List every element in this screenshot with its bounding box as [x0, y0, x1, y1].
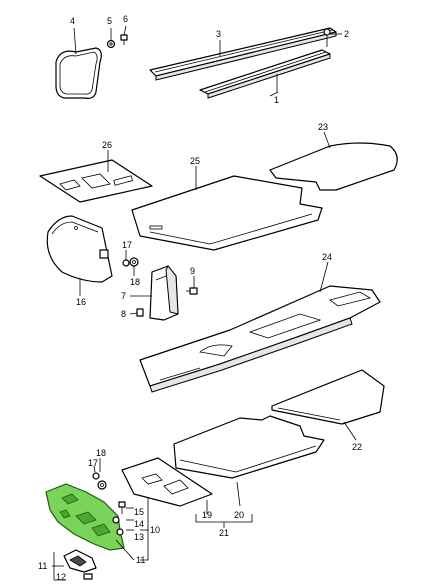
nut-17-lower[interactable]	[92, 472, 100, 480]
sill-strip-3[interactable]	[149, 27, 337, 81]
callout-6: 6	[123, 14, 128, 24]
nut-17-upper[interactable]	[122, 259, 130, 267]
callout-14: 14	[134, 519, 144, 529]
callout-18-upper: 18	[130, 277, 140, 287]
highlighted-cover-10[interactable]	[45, 483, 125, 551]
leader-lines	[52, 25, 357, 581]
callout-10: 10	[150, 525, 160, 535]
bracket-11-lower[interactable]	[63, 549, 97, 573]
washer-18-upper[interactable]	[129, 257, 139, 267]
sill-strip-1[interactable]	[199, 49, 331, 99]
washer-18-lower[interactable]	[97, 480, 107, 490]
callout-8: 8	[121, 309, 126, 319]
callout-18-lower: 18	[96, 448, 106, 458]
callout-5: 5	[107, 16, 112, 26]
callout-22: 22	[352, 442, 362, 452]
seal-4[interactable]	[55, 47, 102, 99]
clip-8[interactable]	[136, 308, 144, 317]
screw-15[interactable]	[118, 501, 126, 514]
callout-15: 15	[134, 507, 144, 517]
callout-9: 9	[190, 266, 195, 276]
callout-1: 1	[274, 95, 279, 105]
washer-5[interactable]	[106, 39, 116, 49]
nut-13[interactable]	[116, 528, 124, 536]
washer-14[interactable]	[112, 516, 120, 524]
tunnel-trim-24[interactable]	[139, 285, 381, 393]
callout-12: 12	[56, 572, 66, 582]
callout-4: 4	[70, 16, 75, 26]
callout-labels: 1 2 3 4 5 6 7 8 9 10 11 11 12 13 14 15 1…	[38, 14, 362, 582]
callout-21: 21	[219, 528, 229, 538]
floor-mat-25[interactable]	[131, 175, 323, 251]
screw-2[interactable]	[323, 28, 331, 47]
screw-6[interactable]	[120, 34, 128, 45]
side-trim-16[interactable]	[46, 215, 113, 283]
callout-7: 7	[121, 291, 126, 301]
callout-23: 23	[318, 122, 328, 132]
callout-17-upper: 17	[122, 240, 132, 250]
callout-13: 13	[134, 532, 144, 542]
callout-11-left: 11	[38, 561, 47, 571]
callout-25: 25	[190, 156, 200, 166]
callout-26: 26	[102, 140, 112, 150]
callout-3: 3	[216, 29, 221, 39]
bracket-7[interactable]	[149, 265, 179, 321]
floor-mat-20[interactable]	[173, 415, 325, 479]
floor-mat-19[interactable]	[121, 457, 213, 507]
callout-19: 19	[202, 510, 212, 520]
callout-24: 24	[322, 252, 332, 262]
floor-mat-22[interactable]	[271, 369, 385, 425]
callout-17-lower: 17	[88, 458, 98, 468]
screw-9[interactable]	[186, 287, 198, 295]
callout-20: 20	[234, 510, 244, 520]
callout-16: 16	[76, 297, 86, 307]
callout-2: 2	[344, 29, 349, 39]
callout-11-right: 11	[136, 555, 145, 565]
clip-12[interactable]	[83, 573, 93, 580]
floor-mat-26[interactable]	[39, 159, 153, 203]
floor-mat-23[interactable]	[269, 142, 398, 191]
